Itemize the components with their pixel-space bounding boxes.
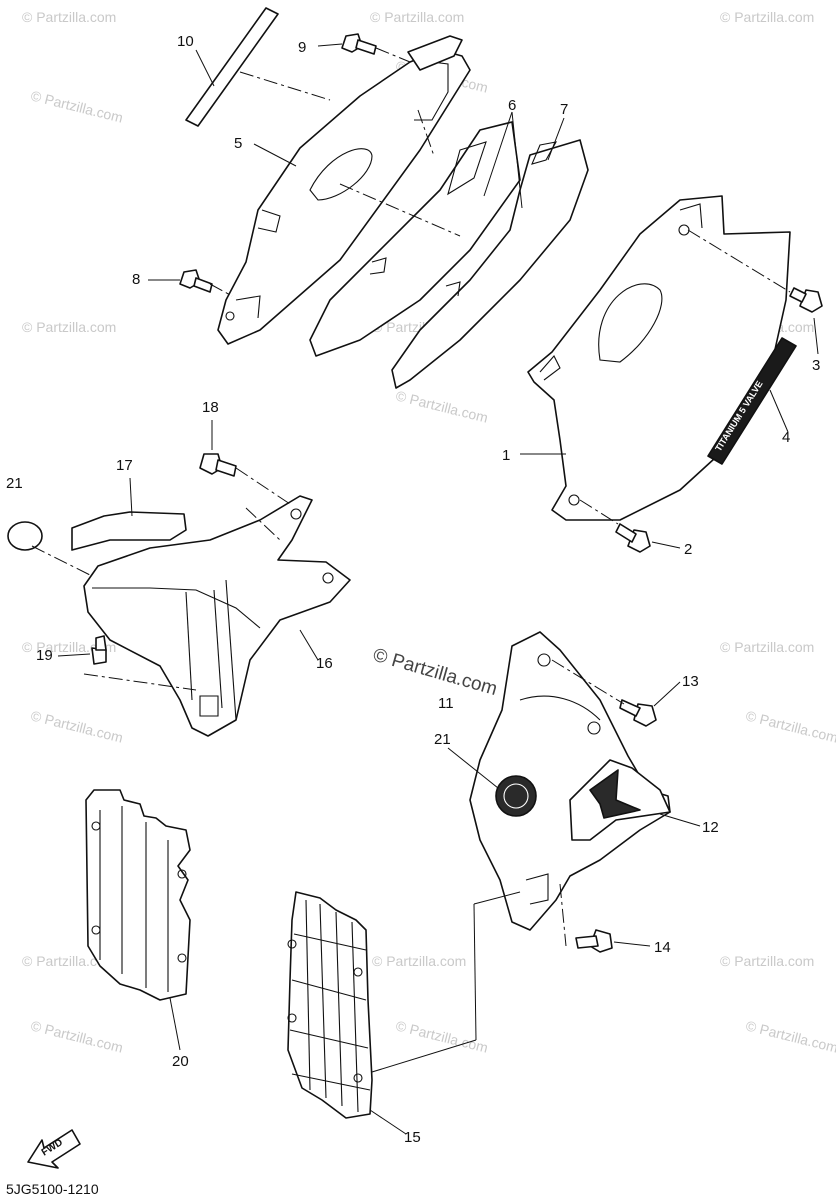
callout-16: 16 [316, 655, 333, 672]
callout-8: 8 [132, 271, 140, 288]
callout-20: 20 [172, 1053, 189, 1070]
watermark-text: © Partzilla.com [720, 9, 814, 25]
part-16-front-shroud[interactable] [83, 495, 351, 737]
watermark-text: © Partzilla.com [720, 639, 814, 655]
callout-6: 6 [508, 97, 516, 114]
bolt-18[interactable] [199, 453, 237, 477]
part-17-shroud-upper[interactable] [71, 511, 187, 551]
callout-21: 21 [434, 731, 451, 748]
assembly-lines [31, 47, 791, 1073]
callout-21: 21 [6, 475, 23, 492]
callout-5: 5 [234, 135, 242, 152]
center-watermark: © Partzilla.com [371, 645, 500, 700]
watermark-text: © Partzilla.com [22, 953, 116, 969]
watermark-text: © Partzilla.com [744, 1017, 836, 1055]
watermark-text: © Partzilla.com [372, 953, 466, 969]
watermark-text: © Partzilla.com [29, 87, 124, 125]
watermark-text: © Partzilla.com [29, 707, 124, 745]
watermark-text: © Partzilla.com [370, 9, 464, 25]
part-1-right-cover[interactable] [527, 195, 791, 521]
bolt-19[interactable] [91, 635, 107, 665]
part-15-radiator-grille[interactable] [287, 891, 373, 1119]
bolt-13[interactable] [619, 699, 657, 727]
bolt-9[interactable] [341, 33, 377, 55]
part-5-side-cover[interactable] [217, 35, 471, 345]
watermark-text: © Partzilla.com [22, 9, 116, 25]
callout-3: 3 [812, 357, 820, 374]
bolt-14[interactable] [575, 929, 613, 953]
part-6-inner-panels[interactable] [309, 121, 589, 389]
callout-17: 17 [116, 457, 133, 474]
part-21-emblem-left[interactable] [7, 521, 43, 551]
watermark-text: © Partzilla.com [29, 1017, 124, 1055]
watermark-text: © Partzilla.com [720, 953, 814, 969]
bolt-2[interactable] [615, 523, 651, 553]
watermark-text: © Partzilla.com [394, 387, 489, 425]
callout-11: 11 [438, 695, 454, 712]
callout-15: 15 [404, 1129, 421, 1146]
part-11-right-shroud[interactable] [469, 631, 671, 931]
callout-14: 14 [654, 939, 671, 956]
bolt-8[interactable] [179, 269, 213, 293]
callout-9: 9 [298, 39, 306, 56]
callout-12: 12 [702, 819, 719, 836]
callout-19: 19 [36, 647, 53, 664]
part-20-radiator-guard[interactable] [85, 789, 191, 1001]
callout-1: 1 [502, 447, 510, 464]
callout-7: 7 [560, 101, 568, 118]
callout-13: 13 [682, 673, 699, 690]
callouts: 10 9 5 6 7 8 3 4 1 2 18 17 21 16 19 13 1… [6, 33, 820, 1146]
part-10-strip[interactable] [185, 7, 279, 127]
diagram-code: 5JG5100-1210 [6, 1181, 99, 1197]
bolt-3[interactable] [789, 287, 823, 313]
leader-lines [57, 43, 819, 1135]
watermark-text: © Partzilla.com [22, 319, 116, 335]
watermark-text: © Partzilla.com [744, 707, 836, 745]
fwd-arrow: FWD [27, 1129, 81, 1169]
part-12-shroud-decal[interactable] [569, 759, 671, 841]
callout-2: 2 [684, 541, 692, 558]
callout-4: 4 [782, 429, 790, 446]
callout-10: 10 [177, 33, 194, 50]
callout-18: 18 [202, 399, 219, 416]
